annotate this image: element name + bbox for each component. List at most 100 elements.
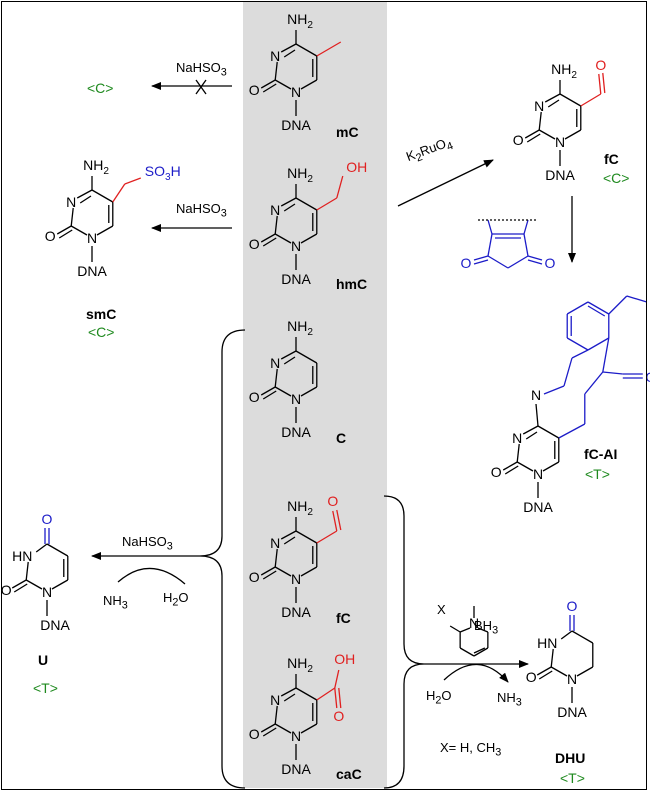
atom-label: DNA xyxy=(281,117,311,133)
atom-label: O xyxy=(249,389,260,405)
methyl-group xyxy=(316,41,342,57)
benzene-bond xyxy=(587,305,606,317)
bond xyxy=(13,583,28,593)
bond xyxy=(283,693,296,702)
carboxyl-bond xyxy=(334,687,338,709)
atom-label: N xyxy=(42,584,52,600)
dione-bond xyxy=(523,219,529,235)
atom-label: N xyxy=(291,238,301,254)
label-smC: smC xyxy=(86,306,117,322)
label-fC-AI: fC-AI xyxy=(584,446,618,462)
cross-mark xyxy=(195,79,207,95)
dione-bond xyxy=(527,259,543,265)
bond xyxy=(260,723,276,733)
reagent-nahso3-fc: NaHSO3 xyxy=(122,534,173,553)
fused-bond xyxy=(563,357,573,387)
fused-bond xyxy=(558,423,586,439)
azidoethyl-bond xyxy=(626,295,647,303)
dione-oxygen: O xyxy=(545,255,556,271)
fused-bond xyxy=(584,371,604,395)
nh-label: HN xyxy=(12,548,32,564)
bond xyxy=(274,61,278,81)
atom-label: N xyxy=(533,466,543,482)
bond xyxy=(547,99,560,108)
atom-label: O xyxy=(42,511,53,527)
atom-label: NH2 xyxy=(287,165,313,185)
bond xyxy=(300,566,318,577)
atom-label: NH2 xyxy=(287,318,313,338)
atom-label: DNA xyxy=(557,704,587,720)
atom-label: N xyxy=(270,692,280,708)
bond xyxy=(274,386,292,397)
formyl-bond xyxy=(336,509,342,531)
bond xyxy=(544,93,561,103)
bond xyxy=(76,189,93,199)
atom-label: N xyxy=(555,134,565,150)
azidoethyl-bond xyxy=(608,295,628,315)
bond xyxy=(260,566,276,576)
ketone-oxygen: O xyxy=(645,369,650,385)
bond xyxy=(51,579,69,590)
bond xyxy=(35,543,48,553)
bond xyxy=(280,43,297,53)
hydroxymethyl-bond xyxy=(336,175,344,199)
readout-smC: <C> xyxy=(88,324,115,340)
bracket-left xyxy=(199,329,246,789)
bond xyxy=(274,79,292,90)
formyl-bond xyxy=(332,510,338,532)
bond xyxy=(283,356,296,365)
dione-ring-bond xyxy=(523,233,529,257)
bond xyxy=(537,425,560,439)
readout-DHU: <T> xyxy=(560,770,585,786)
readout-fC-AI: <T> xyxy=(585,466,610,482)
atom-label: DNA xyxy=(523,499,553,515)
sulfonate-bond xyxy=(124,177,142,185)
reagent-nahso3-mc: NaHSO3 xyxy=(176,60,227,79)
label-U: U xyxy=(38,652,49,668)
bond xyxy=(550,648,554,668)
bond xyxy=(283,536,296,545)
bond xyxy=(502,461,518,471)
pyridine-bond xyxy=(459,627,471,633)
formyl-bond xyxy=(580,93,602,107)
bond xyxy=(280,350,297,360)
label-mC: mC xyxy=(336,124,359,140)
bond xyxy=(550,666,568,677)
bond xyxy=(536,666,552,676)
hydroxyl-label: OH xyxy=(346,159,367,175)
bond xyxy=(283,203,296,212)
bond xyxy=(542,461,560,472)
bond xyxy=(70,225,88,236)
dione-oxygen: O xyxy=(461,255,472,271)
bond xyxy=(576,666,594,677)
carboxyl-bond xyxy=(316,687,336,701)
bond xyxy=(516,443,520,463)
bond xyxy=(96,225,114,236)
atom-label: DNA xyxy=(281,424,311,440)
bond xyxy=(25,579,43,590)
dione-bond xyxy=(487,219,493,235)
bond xyxy=(262,83,277,93)
atom-label: DNA xyxy=(281,271,311,287)
x-bond xyxy=(449,625,461,633)
fused-bond xyxy=(602,371,623,375)
atom-label: N xyxy=(270,355,280,371)
bond xyxy=(262,727,277,737)
atom-label: O xyxy=(249,726,260,742)
bond xyxy=(58,229,73,239)
atom-label: DNA xyxy=(281,604,311,620)
bond xyxy=(46,543,69,557)
bond xyxy=(262,390,277,400)
atom-label: N xyxy=(291,728,301,744)
bond xyxy=(260,386,276,396)
bond xyxy=(25,561,29,581)
benzene-bond xyxy=(587,337,610,351)
carboxyl-oxygen: O xyxy=(333,708,344,724)
dione-bond xyxy=(473,259,489,265)
atom-label: NH2 xyxy=(287,11,313,31)
atom-label: DNA xyxy=(40,617,70,633)
pyridine-n: N xyxy=(469,615,479,631)
atom-label: DNA xyxy=(77,263,107,279)
bond xyxy=(295,530,318,544)
bond xyxy=(295,350,318,364)
